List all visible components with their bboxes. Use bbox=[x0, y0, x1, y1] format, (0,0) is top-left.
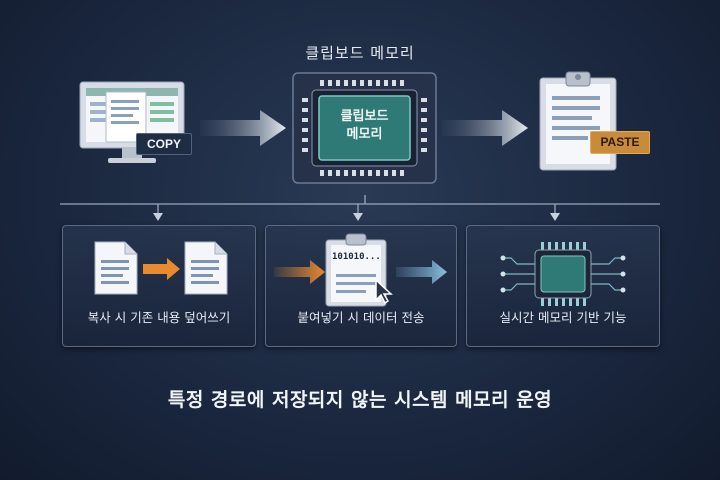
diagram-title: 클립보드 메모리 bbox=[305, 44, 415, 62]
orange-arrow-icon bbox=[143, 258, 180, 280]
orange-arrow-icon bbox=[274, 260, 325, 284]
binary-text: 101010... bbox=[332, 252, 381, 262]
overwrite-panel: 복사 시 기존 내용 덮어쓰기 bbox=[62, 225, 256, 347]
panel-label: 붙여넣기 시 데이터 전송 bbox=[297, 310, 425, 325]
footer-caption: 특정 경로에 저장되지 않는 시스템 메모리 운영 bbox=[167, 389, 553, 411]
clipboard-icon bbox=[325, 233, 387, 307]
arrow-right-icon bbox=[200, 108, 290, 148]
document-icon bbox=[94, 241, 138, 295]
circuit-chip-icon bbox=[500, 242, 626, 306]
blue-arrow-icon bbox=[396, 260, 447, 284]
cursor-icon bbox=[375, 278, 393, 304]
computer-icon bbox=[78, 80, 198, 170]
realtime-memory-panel: 실시간 메모리 기반 기능 bbox=[466, 225, 660, 347]
copy-badge: COPY bbox=[136, 133, 192, 155]
clipboard-icon bbox=[538, 68, 638, 173]
arrow-right-icon bbox=[442, 108, 532, 148]
panel-label: 실시간 메모리 기반 기능 bbox=[499, 310, 627, 325]
branch-connector bbox=[0, 195, 720, 225]
chip-label-line2: 메모리 bbox=[346, 127, 383, 142]
paste-badge: PASTE bbox=[590, 131, 650, 154]
chip-label: 클립보드 메모리 bbox=[319, 108, 410, 144]
chip-label-line1: 클립보드 bbox=[340, 109, 389, 124]
clipboard-memory-chip bbox=[292, 72, 437, 184]
paste-transfer-panel: 101010... 붙여넣기 시 데이터 전송 bbox=[265, 225, 457, 347]
document-icon bbox=[184, 241, 228, 295]
panel-label: 복사 시 기존 내용 덮어쓰기 bbox=[87, 310, 231, 325]
